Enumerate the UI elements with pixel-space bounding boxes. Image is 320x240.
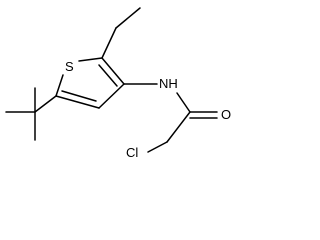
oxygen-label: O [221,107,231,122]
molecule-structure: S NH O Cl [5,7,231,160]
bond-c4-c5-double [61,90,97,102]
bond-c5-s [55,74,64,97]
molecule-canvas: S NH O Cl [0,0,238,161]
bond-c3-c4 [98,83,125,109]
bond-c4-c5 [55,95,100,109]
chlorine-label: Cl [126,145,138,160]
bond-c2-c3-double [98,64,118,87]
bond-ethyl-methyl [115,7,141,29]
bond-carbonyl-ch2 [166,111,191,143]
bond-c2-c3 [101,57,125,85]
bond-n-carbonyl [176,92,191,113]
nitrogen-label: NH [159,76,178,91]
bond-s-c2 [78,57,103,62]
bond-c2-ethyl [101,27,117,59]
sulfur-label: S [65,59,74,74]
bond-tbutyl-to-ring [34,95,57,113]
bond-ch2-cl [147,141,168,153]
